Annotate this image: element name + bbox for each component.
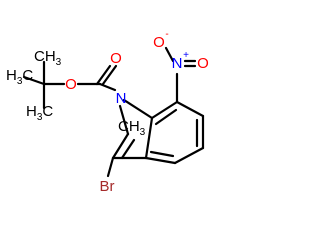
bond-layer [22, 46, 205, 178]
bond-c7a-c7 [150, 100, 179, 120]
bond-tbu-c-methyl-left [22, 75, 46, 86]
methyl-overlap-ch: CH [118, 118, 140, 135]
bond-c2-c3-inner [120, 138, 136, 160]
atom-label-ester-carbonyl-oxygen: O [110, 50, 122, 67]
bond-c3a-c7a [144, 116, 154, 160]
bond-n1-c2 [118, 104, 130, 136]
bond-c4-c3a [144, 156, 177, 165]
atom-label-ring-nitrogen: N [116, 90, 127, 107]
bond-carbonyl-c-ring-n [98, 82, 117, 92]
bond-c3-br [106, 156, 115, 178]
bond-n1-c7a [122, 98, 154, 120]
methyl-left-h: H [6, 67, 17, 84]
bond-carbonyl-double-2 [101, 64, 118, 86]
molecule-structure: O O O - N + O N Br H3C CH3 H3C CH3 [6, 29, 209, 195]
methyl-bottom-h: H [26, 103, 37, 120]
bond-c4-c3a-inner [149, 150, 175, 158]
bond-c7-c6 [175, 100, 205, 118]
atom-label-nitro-oxygen-double: O [197, 55, 209, 72]
methyl-bottom-c: C [42, 103, 53, 120]
bond-nitro-n-o-minus [164, 46, 175, 63]
methyl-left-subscript: 3 [17, 76, 23, 87]
bond-c5-c4 [173, 146, 205, 165]
bond-carbonyl-double-1 [95, 64, 112, 86]
methyl-bottom-subscript: 3 [37, 112, 43, 123]
atom-label-methyl-overlap: CH3 [118, 118, 146, 138]
atom-label-methyl-top: CH3 [34, 48, 62, 68]
methyl-overlap-subscript: 3 [140, 127, 146, 138]
bond-c7a-c7-inner [154, 108, 178, 126]
bond-c2-c3 [111, 132, 130, 160]
methyl-top-ch: CH [34, 48, 56, 65]
charge-minus: - [165, 29, 168, 40]
charge-plus: + [183, 50, 189, 61]
atom-label-layer: O O O - N + O N Br H3C CH3 H3C CH3 [6, 29, 209, 195]
atom-label-methyl-bottom: H3C [26, 103, 53, 123]
methyl-left-c: C [22, 67, 33, 84]
atom-label-nitro-oxygen-minus: O [153, 34, 165, 51]
atom-label-methyl-left: H3C [6, 67, 33, 87]
atom-label-bromine: Br [100, 178, 115, 195]
methyl-top-subscript: 3 [56, 57, 62, 68]
atom-label-ester-ether-oxygen: O [65, 76, 77, 93]
atom-label-nitro-nitrogen: N [172, 55, 183, 72]
